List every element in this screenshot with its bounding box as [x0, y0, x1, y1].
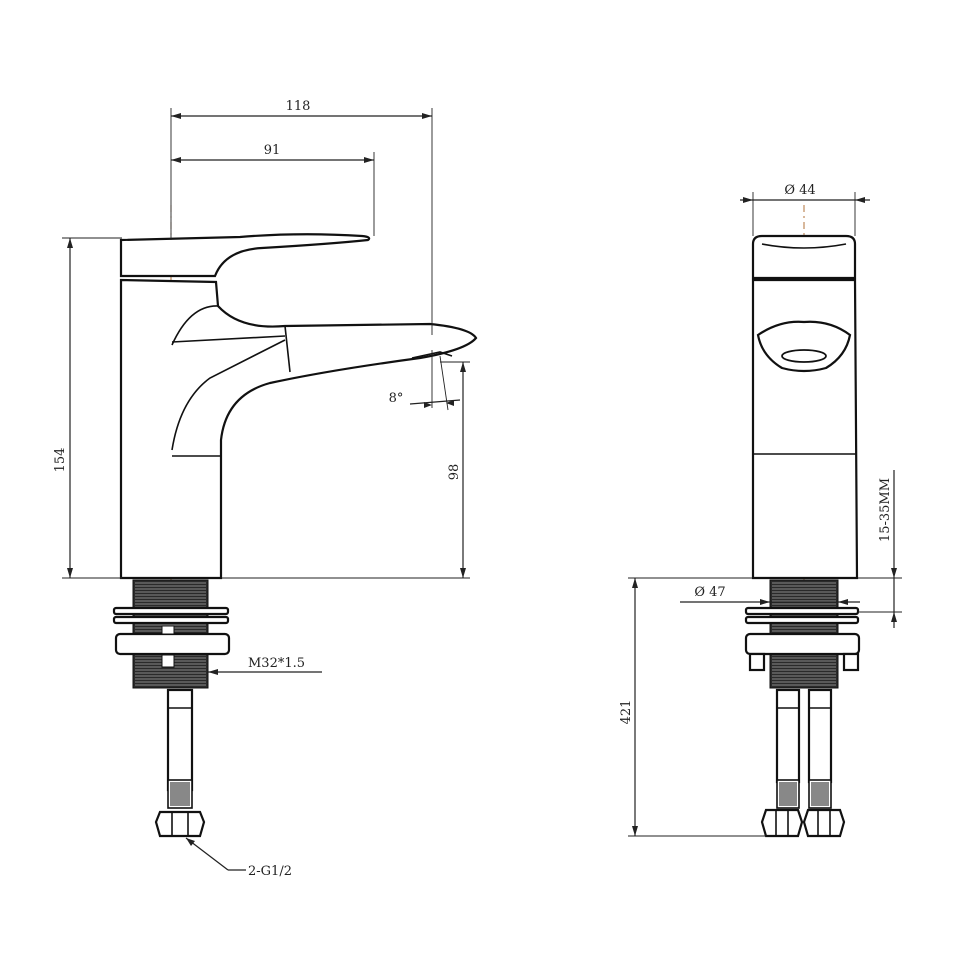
- front-hose-right: [807, 688, 833, 784]
- hose-nut: [154, 810, 206, 838]
- spout-joint-line: [171, 335, 286, 343]
- front-hose-crimp: [808, 779, 832, 809]
- front-hose-crimp: [776, 779, 800, 809]
- dim-hose-length: 421: [619, 700, 634, 725]
- front-metal-washer: [744, 615, 860, 625]
- supply-hose: [166, 688, 194, 792]
- dim-total-height: 154: [53, 448, 68, 473]
- front-view: Ø 44 Ø 47 15-35MM 421: [619, 183, 902, 838]
- faucet-body: [119, 278, 478, 580]
- body-contour-inner: [171, 339, 286, 451]
- hose-crimp: [167, 779, 193, 809]
- faucet-handle: [119, 233, 371, 278]
- front-hose-nut-left: [760, 808, 804, 838]
- dim-handle-diameter: Ø 44: [784, 183, 815, 198]
- front-spout: [756, 320, 852, 373]
- aerator-front: [781, 349, 827, 363]
- dim-base-diameter: Ø 47: [694, 585, 725, 600]
- front-rubber-washer: [744, 606, 860, 616]
- front-hose-nut-right: [802, 808, 846, 838]
- rubber-washer: [112, 606, 230, 616]
- metal-washer: [112, 615, 230, 625]
- fixing-plate: [114, 632, 231, 656]
- dim-spout-angle: 8°: [389, 391, 404, 406]
- spout-seam: [284, 325, 291, 373]
- dim-hose-connection: 2-G1/2: [248, 864, 292, 879]
- aerator-outlet: [411, 351, 453, 359]
- dim-deck-thickness: 15-35MM: [878, 478, 893, 542]
- body-contour-top: [171, 305, 219, 346]
- dim-handle-length: 91: [264, 143, 281, 158]
- side-view: 118 91 154 98 8° M32*1.5 2-G1/2: [53, 99, 478, 879]
- dimension-angle-8: [409, 399, 461, 405]
- dim-overall-length: 118: [286, 99, 311, 114]
- front-fixing-plate: [744, 632, 861, 656]
- dim-spout-height: 98: [447, 464, 462, 481]
- front-handle-cap: [751, 234, 857, 280]
- front-hose-left: [775, 688, 801, 784]
- dim-thread-size: M32*1.5: [248, 656, 305, 671]
